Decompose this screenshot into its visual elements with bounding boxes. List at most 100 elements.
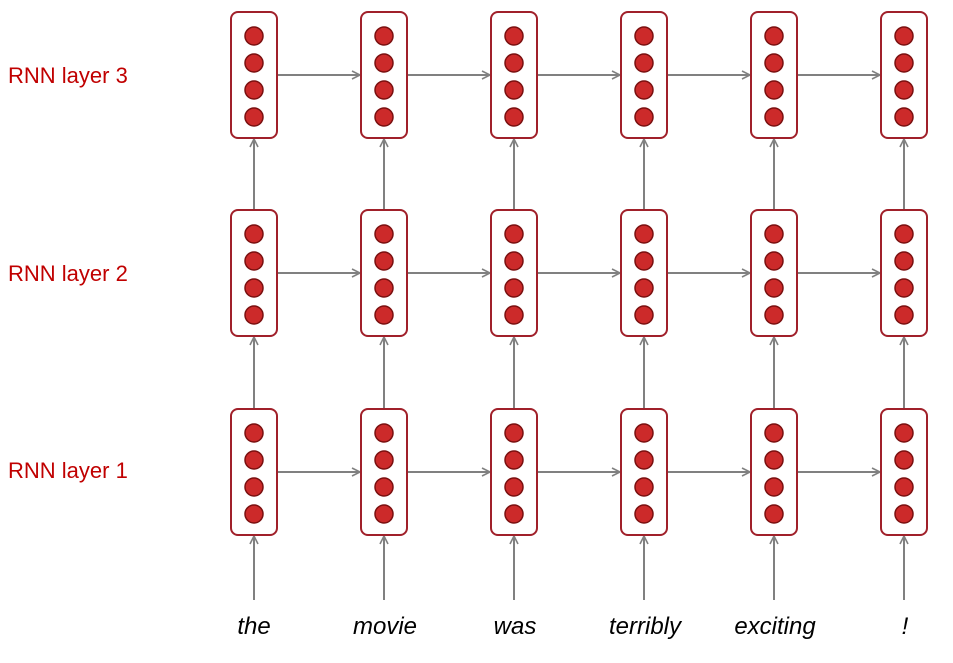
- cell-box: [750, 209, 798, 337]
- neuron: [244, 305, 264, 325]
- cell-box: [490, 408, 538, 536]
- neuron: [504, 450, 524, 470]
- token-exclamation: !: [902, 613, 909, 640]
- cell-box: [880, 408, 928, 536]
- rnn-cell-l2-c1: [230, 209, 278, 337]
- token-was: was: [494, 613, 537, 640]
- neuron: [764, 477, 784, 497]
- rnn-cell-l2-c3: [490, 209, 538, 337]
- neuron: [504, 80, 524, 100]
- rnn-cell-l1-c6: [880, 408, 928, 536]
- neuron: [374, 477, 394, 497]
- neuron: [244, 477, 264, 497]
- neuron: [894, 504, 914, 524]
- cell-box: [230, 408, 278, 536]
- rnn-cell-l3-c6: [880, 11, 928, 139]
- arrows-group: [254, 75, 904, 600]
- neuron: [764, 53, 784, 73]
- rnn-cell-l3-c4: [620, 11, 668, 139]
- token-exciting: exciting: [734, 613, 816, 640]
- neuron: [764, 26, 784, 46]
- neuron: [244, 26, 264, 46]
- rnn-cell-l2-c5: [750, 209, 798, 337]
- rnn-cell-l1-c3: [490, 408, 538, 536]
- neuron: [894, 26, 914, 46]
- neuron: [764, 107, 784, 127]
- neuron: [634, 80, 654, 100]
- cell-box: [750, 408, 798, 536]
- neuron: [634, 251, 654, 271]
- neuron: [374, 278, 394, 298]
- neuron: [374, 53, 394, 73]
- neuron: [504, 477, 524, 497]
- neuron: [634, 53, 654, 73]
- neuron: [634, 107, 654, 127]
- neuron: [634, 423, 654, 443]
- neuron: [244, 224, 264, 244]
- neuron: [244, 53, 264, 73]
- neuron: [634, 278, 654, 298]
- neuron: [634, 477, 654, 497]
- neuron: [894, 107, 914, 127]
- neuron: [374, 423, 394, 443]
- neuron: [764, 224, 784, 244]
- neuron: [894, 278, 914, 298]
- neuron: [894, 80, 914, 100]
- neuron: [634, 26, 654, 46]
- neuron: [244, 80, 264, 100]
- neuron: [374, 450, 394, 470]
- neuron: [374, 305, 394, 325]
- neuron: [894, 251, 914, 271]
- neuron: [504, 504, 524, 524]
- layer-label-1: RNN layer 1: [8, 458, 128, 483]
- rnn-cell-l2-c4: [620, 209, 668, 337]
- neuron: [764, 305, 784, 325]
- cell-box: [490, 11, 538, 139]
- neuron: [244, 504, 264, 524]
- neuron: [894, 305, 914, 325]
- rnn-cell-l1-c4: [620, 408, 668, 536]
- neuron: [634, 224, 654, 244]
- neuron: [244, 278, 264, 298]
- neuron: [504, 53, 524, 73]
- neuron: [374, 504, 394, 524]
- rnn-cell-l2-c2: [360, 209, 408, 337]
- rnn-cell-l3-c5: [750, 11, 798, 139]
- rnn-cell-l3-c2: [360, 11, 408, 139]
- rnn-cell-l3-c3: [490, 11, 538, 139]
- neuron: [764, 278, 784, 298]
- neuron: [634, 504, 654, 524]
- neuron: [764, 450, 784, 470]
- neuron: [634, 305, 654, 325]
- neuron: [894, 53, 914, 73]
- neuron: [374, 26, 394, 46]
- rnn-cell-l1-c2: [360, 408, 408, 536]
- neuron: [244, 450, 264, 470]
- neuron: [504, 224, 524, 244]
- neuron: [894, 423, 914, 443]
- cell-box: [880, 209, 928, 337]
- neuron: [244, 251, 264, 271]
- cell-box: [620, 11, 668, 139]
- layer-label-2: RNN layer 2: [8, 261, 128, 286]
- neuron: [894, 224, 914, 244]
- cell-box: [230, 209, 278, 337]
- rnn-cell-l1-c5: [750, 408, 798, 536]
- token-the: the: [237, 613, 270, 640]
- cell-box: [230, 11, 278, 139]
- neuron: [374, 224, 394, 244]
- rnn-cell-l3-c1: [230, 11, 278, 139]
- cell-box: [620, 408, 668, 536]
- neuron: [504, 251, 524, 271]
- neuron: [894, 477, 914, 497]
- neuron: [504, 423, 524, 443]
- rnn-cell-l2-c6: [880, 209, 928, 337]
- layer-label-3: RNN layer 3: [8, 63, 128, 88]
- neuron: [764, 80, 784, 100]
- neuron: [374, 107, 394, 127]
- neuron: [244, 423, 264, 443]
- cell-box: [880, 11, 928, 139]
- rnn-cell-l1-c1: [230, 408, 278, 536]
- neuron: [764, 504, 784, 524]
